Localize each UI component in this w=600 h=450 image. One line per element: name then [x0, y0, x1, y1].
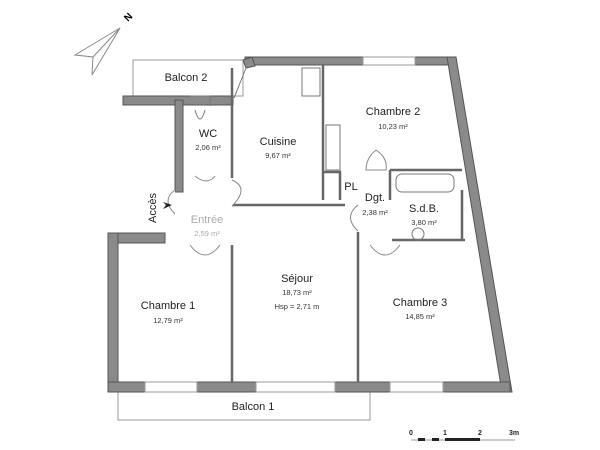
room-balcon-1: Balcon 1 [232, 401, 275, 413]
room-chambre-1-area: 12,79 m² [153, 316, 183, 325]
room-cuisine-area: 9,67 m² [265, 151, 291, 160]
balcon-1-railing [117, 391, 371, 421]
doors [167, 149, 401, 256]
room-sdb: S.d.B. [409, 203, 439, 215]
room-dgt-area: 2,38 m² [362, 208, 388, 217]
room-chambre-3-area: 14,85 m² [405, 312, 435, 321]
room-wc-area: 2,06 m² [195, 143, 221, 152]
scale-tick-0: 0 [409, 430, 413, 437]
access-label: Accès [147, 193, 159, 223]
room-chambre-2: Chambre 2 [366, 106, 420, 118]
washbasin-icon [411, 227, 425, 241]
toilet-icon [190, 95, 211, 120]
room-sejour-area: 18,73 m² [282, 288, 312, 297]
scale-tick-2: 2 [478, 430, 482, 437]
room-chambre-3: Chambre 3 [393, 297, 447, 309]
room-cuisine: Cuisine [260, 136, 297, 148]
room-chambre-2-area: 10,23 m² [378, 122, 408, 131]
room-wc: WC [199, 128, 217, 140]
exterior-walls [107, 56, 513, 393]
access-arrow-icon [163, 202, 172, 209]
room-balcon-2: Balcon 2 [165, 72, 208, 84]
north-arrow-icon: N [73, 11, 135, 76]
scale-tick-1: 1 [443, 430, 447, 437]
kitchen-sink-icon [301, 67, 321, 97]
windows [144, 56, 444, 393]
scale-tick-3: 3m [509, 430, 519, 437]
room-entree: Entrée [191, 214, 223, 226]
bathtub-icon [395, 173, 455, 193]
room-sejour: Séjour [281, 273, 313, 285]
room-entree-area: 2,59 m² [194, 229, 220, 238]
room-sdb-area: 3,80 m² [411, 218, 437, 227]
room-pl: PL [344, 181, 357, 193]
room-chambre-1: Chambre 1 [141, 300, 195, 312]
balcon-2-railing [132, 59, 244, 97]
scale-bar: 0 1 2 3m [409, 430, 519, 441]
interior-walls [230, 65, 465, 382]
cupboard-icon [325, 124, 341, 171]
north-label: N [122, 11, 135, 24]
room-sejour-height: Hsp = 2,71 m [275, 302, 320, 311]
room-dgt: Dgt. [365, 192, 385, 204]
fixtures [190, 67, 455, 241]
